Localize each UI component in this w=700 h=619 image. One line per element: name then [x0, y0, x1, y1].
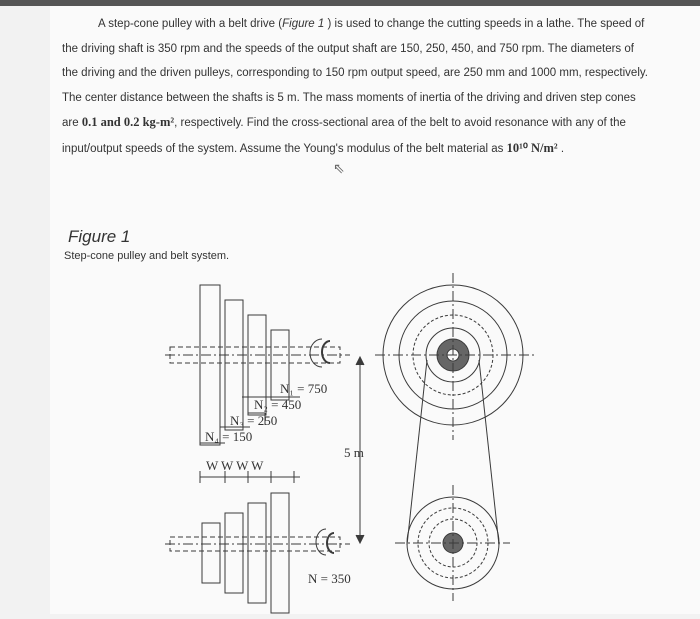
top-edge-bar — [0, 0, 700, 6]
center-distance-label: 5 m — [344, 445, 364, 460]
question-card — [50, 6, 700, 614]
driving-pulley-end-view — [395, 485, 510, 601]
problem-text-4: . — [557, 142, 565, 155]
belt — [406, 359, 500, 546]
pulley-diagram: N₁ = 750 N₂ = 450 N₃ = 250 N₄ = 150 W W … — [165, 273, 535, 614]
youngs-modulus-value: 10¹⁰ N/m² — [506, 140, 558, 155]
figure-title: Figure 1 — [68, 227, 131, 246]
center-distance-arrow — [355, 355, 365, 545]
problem-paragraph: A step-cone pulley with a belt drive (Fi… — [62, 12, 652, 161]
figure-reference-link[interactable]: Figure 1 — [282, 18, 325, 30]
problem-text-2: ) is used to change the cutting speeds i… — [62, 18, 648, 129]
problem-text-3: , respectively. Find the cross-sectional… — [62, 117, 626, 155]
figure-caption: Step-cone pulley and belt system. — [64, 250, 230, 262]
label-n2: N₂ = 450 — [254, 397, 301, 412]
input-speed-label: N = 350 — [308, 571, 351, 586]
problem-text-1: A step-cone pulley with a belt drive ( — [98, 18, 283, 30]
width-dimension-marks — [199, 471, 300, 483]
driven-pulley-end-view — [375, 284, 535, 426]
driven-step-cone — [165, 284, 350, 446]
label-n4: N₄ = 150 — [205, 429, 252, 444]
pulley-figure: N₁ = 750 N₂ = 450 N₃ = 250 N₄ = 150 W W … — [150, 265, 700, 614]
pointer-cursor-icon: ⇖ — [333, 160, 345, 176]
width-label: W W W W — [206, 458, 264, 473]
inertia-values: 0.1 and 0.2 kg-m² — [81, 115, 175, 129]
problem-statement: A step-cone pulley with a belt drive (Fi… — [62, 12, 652, 161]
label-n3: N₃ = 250 — [230, 413, 277, 428]
driving-step-cone — [165, 492, 350, 614]
label-n1: N₁ = 750 — [280, 381, 327, 396]
